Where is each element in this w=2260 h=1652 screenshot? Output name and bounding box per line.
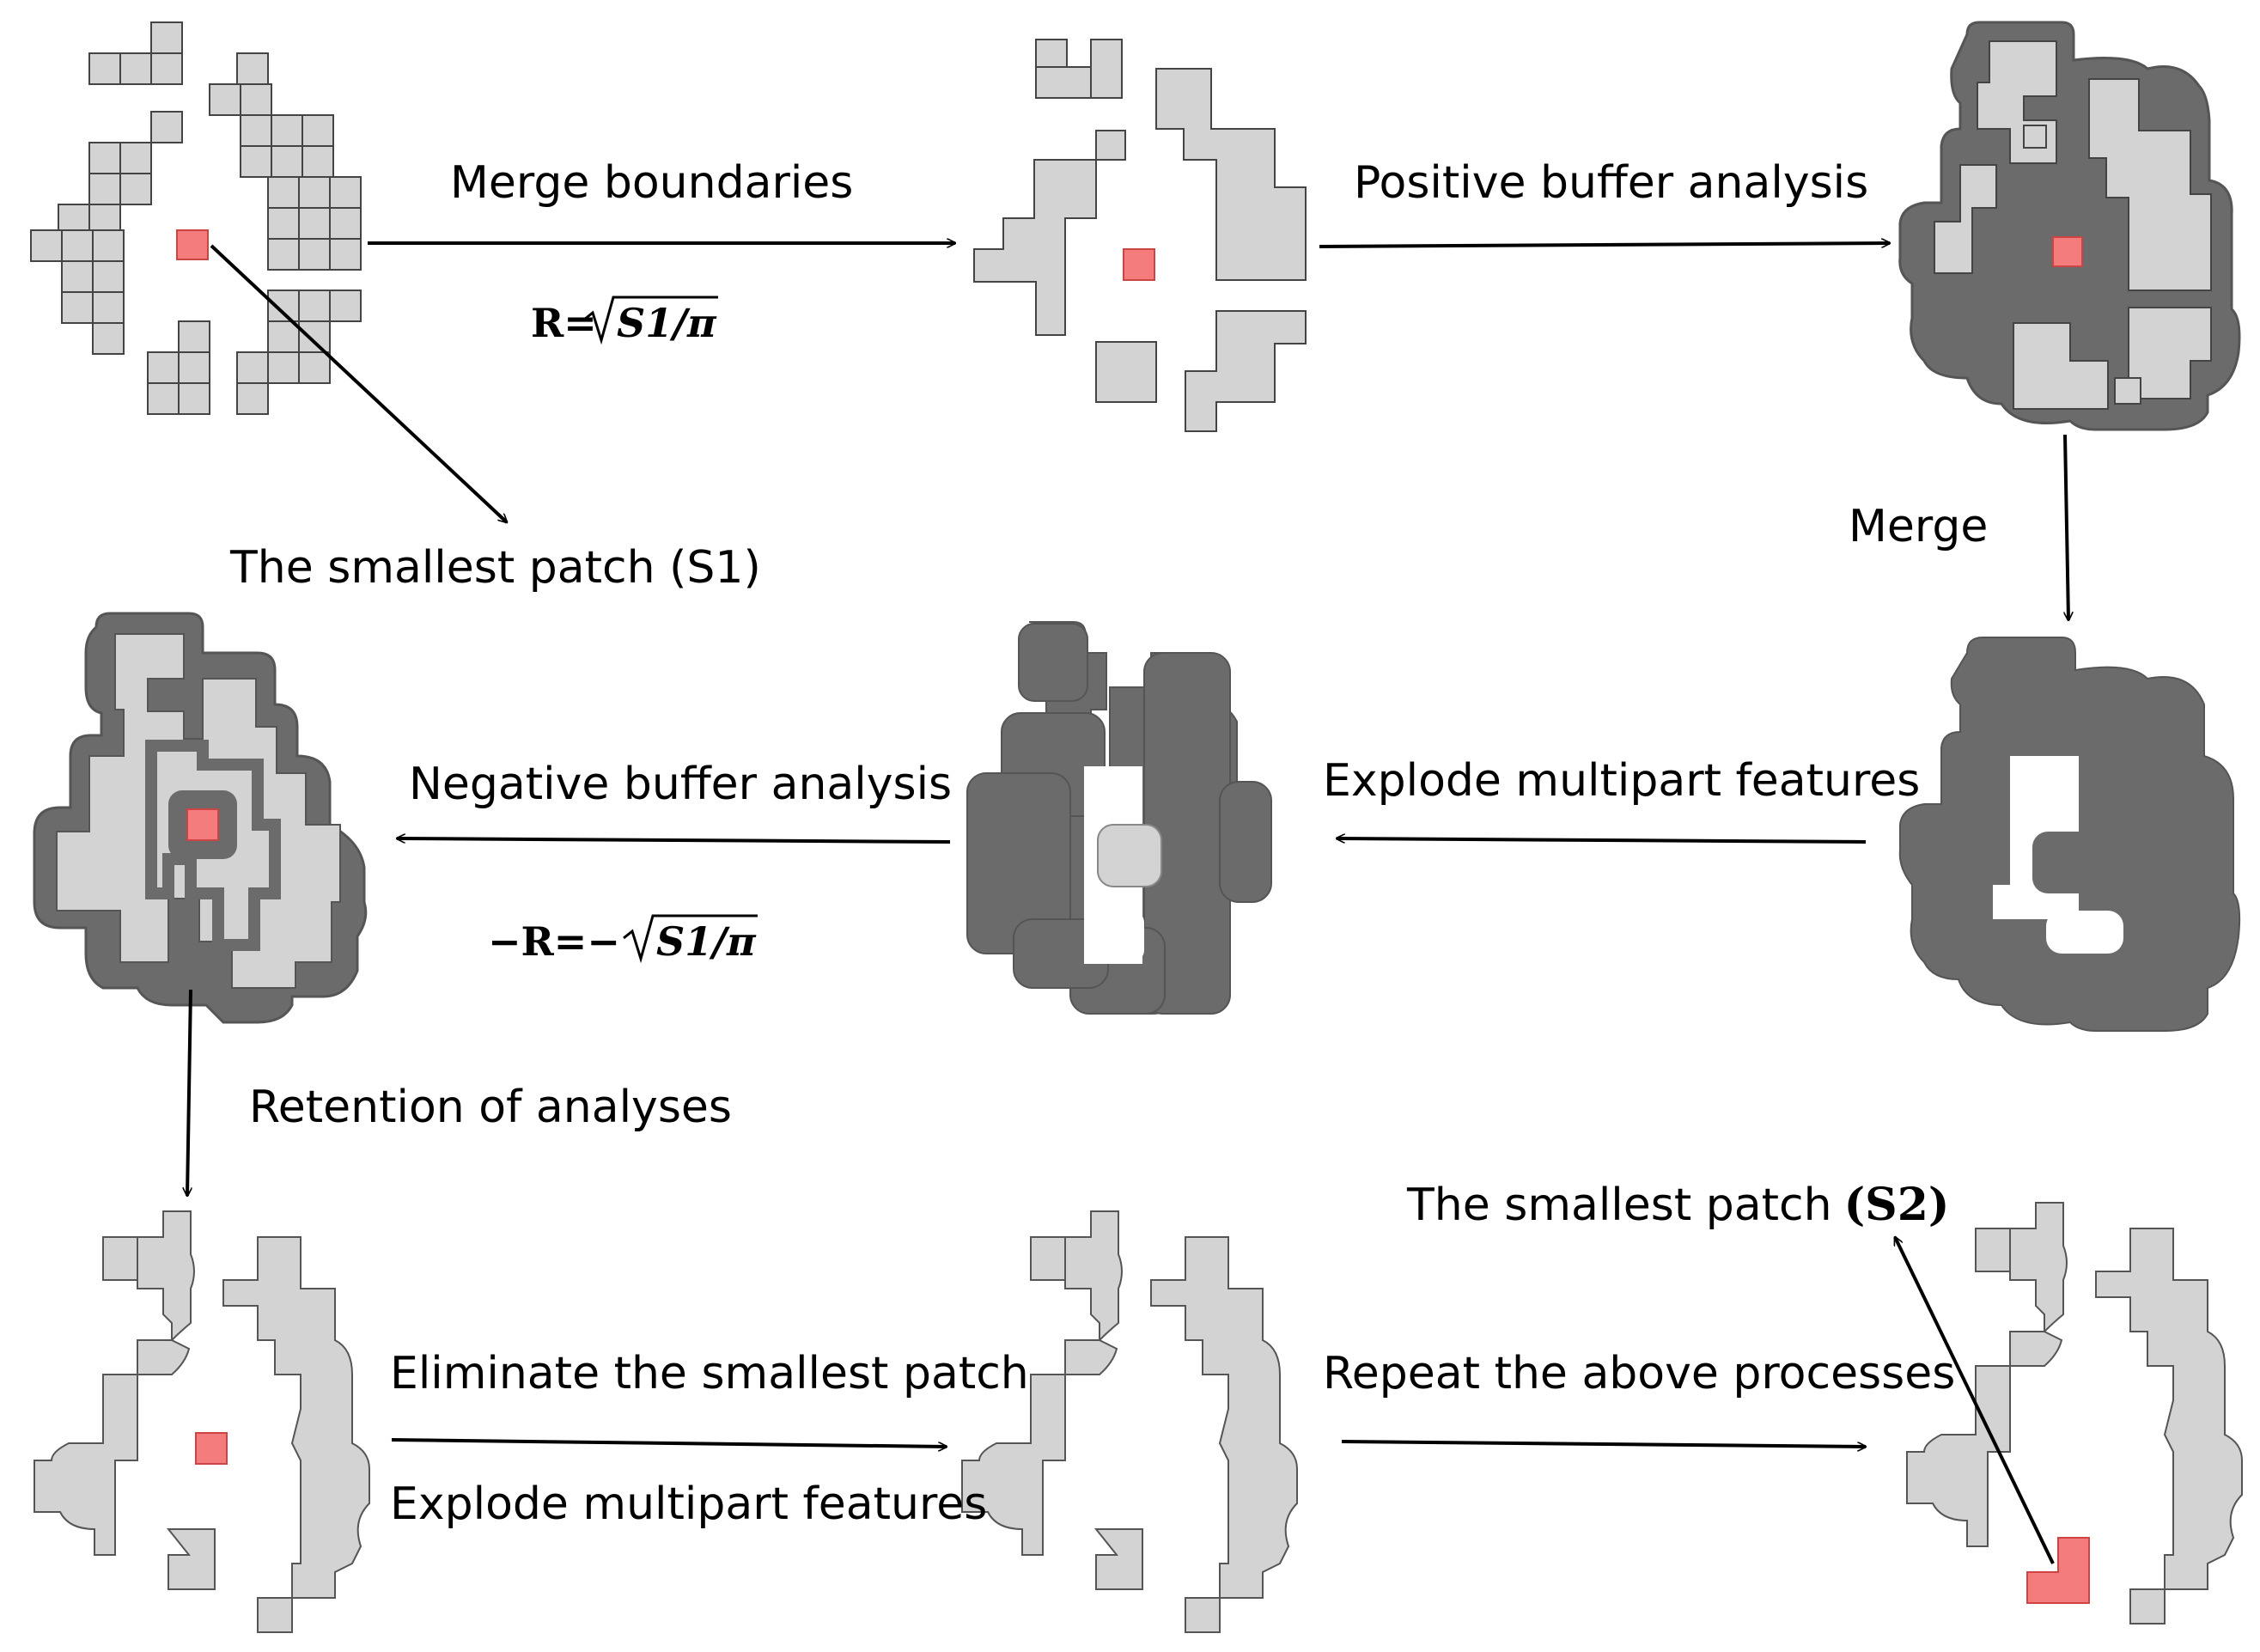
formula-r: R= S1/π	[531, 296, 718, 346]
radical-sign-r	[583, 296, 718, 345]
label-smallest-patch-text: The smallest patch	[1406, 1180, 1832, 1231]
arrow-explode-top	[1337, 838, 1867, 844]
formula-neg-r: −R=− S1/π	[488, 914, 758, 965]
panel-merged-boundaries	[973, 39, 1307, 432]
label-repeat: Repeat the above processes	[1323, 1348, 1955, 1399]
formula-neg-radicand: S1/π	[656, 918, 757, 965]
arrow-merge	[2063, 434, 2068, 620]
merged-inner-patch	[2032, 832, 2094, 893]
formula-r-radicand: S1/π	[617, 300, 717, 346]
smallest-patch-s1-cell	[176, 229, 209, 260]
smallest-patch-s2-shape	[2026, 1537, 2090, 1604]
panel-negative-buffer	[33, 612, 368, 1024]
formula-neg-prefix: −R=−	[488, 918, 620, 965]
label-negative-buffer: Negative buffer analysis	[409, 759, 952, 810]
arrow-positive-buffer	[1319, 243, 1890, 248]
label-eliminate: Eliminate the smallest patch	[390, 1348, 1029, 1399]
smallest-patch-merged	[1123, 248, 1155, 281]
label-smallest-patch-s2: The smallest patch(S2)	[1406, 1179, 1950, 1231]
panel-positive-buffer	[1898, 21, 2241, 431]
arrow-smallest-patch-s1	[210, 244, 507, 522]
exploded-inner-patch	[1097, 824, 1162, 887]
label-merge-boundaries: Merge boundaries	[450, 157, 853, 209]
panel-grid-cells	[30, 21, 362, 415]
panel-repeated	[1906, 1202, 2243, 1625]
radical-sign-neg	[623, 914, 758, 964]
arrow-retention	[187, 989, 192, 1196]
label-s2: (S2)	[1844, 1179, 1950, 1231]
panel-retained	[34, 1210, 370, 1633]
arrow-eliminate	[391, 1438, 947, 1447]
label-smallest-patch-s1: The smallest patch (S1)	[229, 542, 761, 594]
arrow-repeat	[1341, 1440, 1866, 1447]
arrow-negative-buffer	[397, 838, 951, 844]
label-merge: Merge	[1849, 501, 1988, 552]
label-explode-top: Explode multipart features	[1323, 755, 1920, 807]
label-positive-buffer: Positive buffer analysis	[1354, 157, 1868, 209]
smallest-patch-retained	[195, 1432, 228, 1465]
formula-r-prefix: R=	[531, 300, 597, 346]
arrows	[187, 243, 2068, 1564]
panel-eliminated	[961, 1210, 1298, 1633]
label-explode-bottom: Explode multipart features	[390, 1478, 987, 1530]
arrow-smallest-patch-s2	[1893, 1237, 2055, 1564]
label-retention: Retention of analyses	[249, 1082, 732, 1133]
